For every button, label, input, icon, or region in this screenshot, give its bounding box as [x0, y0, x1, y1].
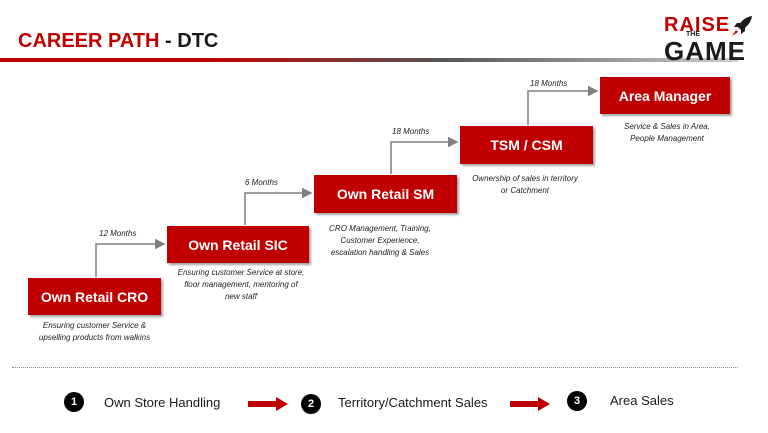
- desc-area-manager: Service & Sales in Area, People Manageme…: [624, 122, 710, 143]
- desc-tsm-csm: Ownership of sales in territory or Catch…: [472, 174, 578, 195]
- rocket-icon: [732, 16, 752, 36]
- logo-text-raise: RAISE: [664, 14, 731, 36]
- step-3-badge: 3: [567, 391, 587, 411]
- title-career-path: CAREER PATH: [18, 30, 160, 52]
- connector-tsm-to-am: [527, 85, 599, 125]
- step-2-label: Territory/Catchment Sales: [338, 395, 488, 410]
- page-title: CAREER PATH - DTC: [18, 30, 218, 53]
- arrow-right-icon: [510, 397, 550, 411]
- step-1-badge: 1: [64, 392, 84, 412]
- duration-18-months-a: 18 Months: [392, 127, 430, 136]
- stage-own-retail-sic: Own Retail SIC: [167, 226, 309, 263]
- title-underline: [0, 58, 738, 62]
- duration-18-months-b: 18 Months: [530, 79, 568, 88]
- arrow-right-icon: [248, 397, 288, 411]
- stage-own-retail-sm: Own Retail SM: [314, 175, 457, 213]
- stage-tsm-csm: TSM / CSM: [460, 126, 593, 164]
- raise-the-game-logo: RAISE THE GAME: [660, 14, 756, 66]
- step-2-badge: 2: [301, 394, 321, 414]
- logo-text-the: THE: [686, 31, 700, 38]
- desc-own-retail-sic: Ensuring customer Service at store, floo…: [177, 268, 305, 301]
- desc-own-retail-sm: CRO Management, Training, Customer Exper…: [329, 224, 431, 257]
- duration-6-months: 6 Months: [245, 178, 278, 187]
- footer-divider: [12, 367, 738, 368]
- stage-area-manager: Area Manager: [600, 77, 730, 114]
- connector-cro-to-sic: [95, 238, 166, 277]
- desc-own-retail-cro: Ensuring customer Service & upselling pr…: [38, 321, 151, 342]
- connector-sic-to-sm: [244, 187, 313, 225]
- stage-own-retail-cro: Own Retail CRO: [28, 278, 161, 315]
- step-1-label: Own Store Handling: [104, 395, 221, 410]
- duration-12-months: 12 Months: [99, 229, 137, 238]
- title-dtc: - DTC: [159, 30, 219, 52]
- logo-text-game: GAME: [664, 36, 746, 66]
- connector-sm-to-tsm: [390, 136, 459, 174]
- step-3-label: Area Sales: [610, 393, 674, 408]
